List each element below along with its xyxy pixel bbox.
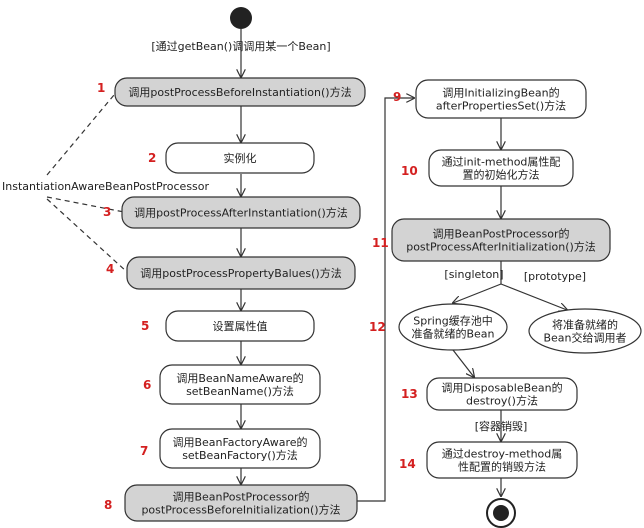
step-6-box [159, 364, 321, 405]
singleton-guard: [singleton] [444, 268, 503, 281]
step-10-text: 通过init-method属性配 [442, 155, 561, 169]
step-13-text: 将准备就绪的 [552, 318, 618, 332]
start-node [230, 7, 252, 29]
assoc-to-1 [46, 94, 115, 176]
step-8-box [124, 484, 358, 522]
step-8-text: postProcessBeforeInitialization()方法 [141, 503, 340, 517]
step-6-number: 6 [143, 378, 151, 392]
step-4-box [126, 256, 356, 290]
step-12-text: 准备就绪的Bean [411, 327, 494, 341]
step-15-text: 通过destroy-method属 [442, 448, 563, 461]
step-2-box [165, 142, 315, 174]
step-12-number: 12 [369, 320, 386, 334]
step-14-number: 13 [401, 387, 418, 401]
assoc-to-3 [46, 196, 125, 213]
step-11-number: 11 [372, 236, 389, 250]
step-4-text: 调用postProcessPropertyBalues()方法 [140, 266, 341, 280]
step-4: 调用postProcessPropertyBalues()方法 4 [106, 256, 356, 290]
step-3: 调用postProcessAfterInstantiation()方法 3 [103, 196, 361, 229]
step-11-text: 调用BeanPostProcessor的 [432, 227, 569, 241]
arrow-8-to-9 [357, 98, 414, 502]
step-12-text: Spring缓存池中 [413, 314, 493, 328]
step-15-text: 性配置的销毁方法 [458, 460, 546, 474]
step-10-number: 10 [401, 164, 418, 178]
step-7-number: 7 [140, 444, 148, 458]
step-11-text: postProcessAfterInitialization()方法 [406, 240, 596, 254]
step-13-text: Bean交给调用者 [543, 331, 626, 345]
step-2-text: 实例化 [224, 151, 257, 165]
step-7-text: setBeanFactory()方法 [182, 448, 298, 462]
step-7-box [159, 428, 321, 469]
step-15-number: 14 [399, 457, 416, 471]
step-6-text: setBeanName()方法 [186, 384, 294, 398]
end-node-inner [493, 505, 509, 521]
step-1: 调用postProcessBeforeInstantiation()方法 1 [97, 77, 366, 107]
step-8-number: 8 [104, 498, 112, 512]
step-12-box [398, 303, 508, 351]
step-9-text: 调用InitializingBean的 [442, 86, 559, 100]
step-15-box [426, 441, 578, 479]
step-1-number: 1 [97, 81, 105, 95]
step-6-text: 调用BeanNameAware的 [176, 371, 303, 385]
step-11: 调用BeanPostProcessor的postProcessAfterInit… [372, 218, 611, 262]
step-5: 设置属性值 5 [141, 310, 315, 342]
step-1-box [114, 77, 366, 107]
step-2: 实例化 2 [148, 142, 315, 174]
side-processor-label: InstantiationAwareBeanPostProcessor [2, 180, 210, 193]
arrow-12-to-13 [452, 349, 474, 377]
step-5-text: 设置属性值 [213, 319, 268, 333]
container-destroy-guard: [容器销毁] [475, 419, 528, 433]
step-10-text: 置的初始化方法 [463, 168, 540, 182]
step-13-box [528, 308, 642, 354]
step-3-number: 3 [103, 205, 111, 219]
step-2-number: 2 [148, 151, 156, 165]
step-9-number: 9 [393, 90, 401, 104]
step-5-number: 5 [141, 319, 149, 333]
arrow-branch-to-12 [453, 283, 502, 303]
connectors [241, 29, 567, 502]
step-11-box [391, 218, 611, 262]
step-3-text: 调用postProcessAfterInstantiation()方法 [134, 206, 348, 220]
step-8: 调用BeanPostProcessor的postProcessBeforeIni… [104, 484, 358, 522]
steps-layer: 调用postProcessBeforeInstantiation()方法 1 实例化… [97, 77, 642, 522]
step-14-text: 调用DisposableBean的 [441, 381, 562, 395]
assoc-to-4 [46, 198, 128, 273]
step-14-box [426, 377, 578, 411]
arrow-branch-to-caller [500, 283, 567, 310]
step-9: 调用InitializingBean的afterPropertiesSet()方… [393, 79, 587, 119]
step-9-text: afterPropertiesSet()方法 [436, 99, 566, 113]
step-3-box [121, 196, 361, 229]
step-4-number: 4 [106, 262, 114, 276]
start-guard-label: [通过getBean()调调用某一个Bean] [151, 40, 330, 53]
association-lines [46, 94, 128, 273]
step-10-box [428, 149, 574, 187]
step-8-text: 调用BeanPostProcessor的 [172, 490, 309, 504]
step-1-text: 调用postProcessBeforeInstantiation()方法 [128, 85, 351, 99]
prototype-guard: [prototype] [524, 270, 586, 283]
step-7-text: 调用BeanFactoryAware的 [172, 435, 307, 449]
step-14-text: destroy()方法 [466, 394, 538, 408]
step-5-box [165, 310, 315, 342]
step-9-box [415, 79, 587, 119]
